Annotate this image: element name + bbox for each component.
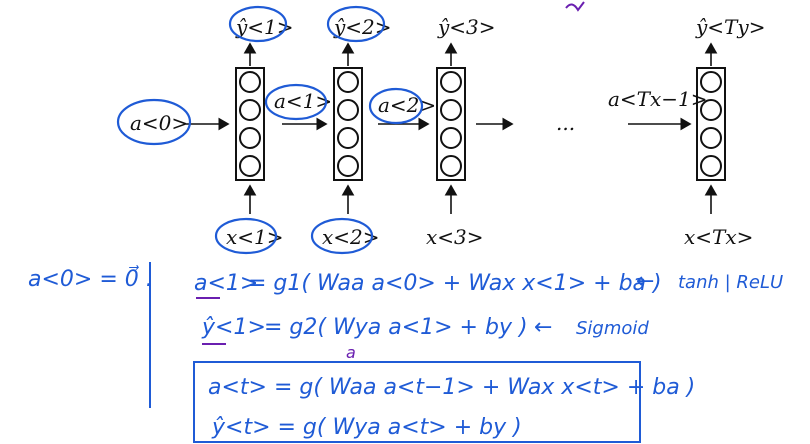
input-label-3: x<3> xyxy=(426,225,484,249)
hand-circles xyxy=(116,5,424,255)
activation-a2: a<2> xyxy=(378,93,436,117)
eq1-left: a<1> xyxy=(194,271,258,296)
purple-scribble xyxy=(565,1,585,12)
ellipsis: ... xyxy=(556,111,575,135)
output-label-3: ŷ<3> xyxy=(437,15,496,39)
eq2-body: = g2( Wya a<1> + by ) xyxy=(264,315,528,340)
eq1-arrow: ← xyxy=(636,269,654,294)
eq2-note: Sigmoid xyxy=(576,318,649,339)
general-equations-box xyxy=(193,361,641,443)
box-eq2: ŷ<t> = g( Wya a<t> + by ) xyxy=(211,415,522,440)
rnn-cell-3 xyxy=(436,67,466,181)
eq2-sub: a xyxy=(346,343,356,362)
eq2-left: ŷ<1> xyxy=(201,315,266,340)
box-eq1: a<t> = g( Waa a<t−1> + Wax x<t> + ba ) xyxy=(208,375,695,400)
eq1-body: = g1( Waa a<0> + Wax x<1> + ba ) xyxy=(248,271,662,296)
rnn-cell-2 xyxy=(333,67,363,181)
eq2-arrow: ← xyxy=(534,315,552,340)
rnn-cell-1 xyxy=(235,67,265,181)
rnn-cell-t xyxy=(696,67,726,181)
eq1-note: tanh | ReLU xyxy=(678,272,783,293)
activation-aT: a<Tx−1> xyxy=(608,87,708,111)
output-label-t: ŷ<Ty> xyxy=(695,15,765,39)
init-note: a<0> = 0⃗ . xyxy=(28,265,153,292)
arrows xyxy=(186,42,718,214)
activation-a0: a<0> xyxy=(130,111,188,135)
input-label-t: x<Tx> xyxy=(684,225,753,249)
